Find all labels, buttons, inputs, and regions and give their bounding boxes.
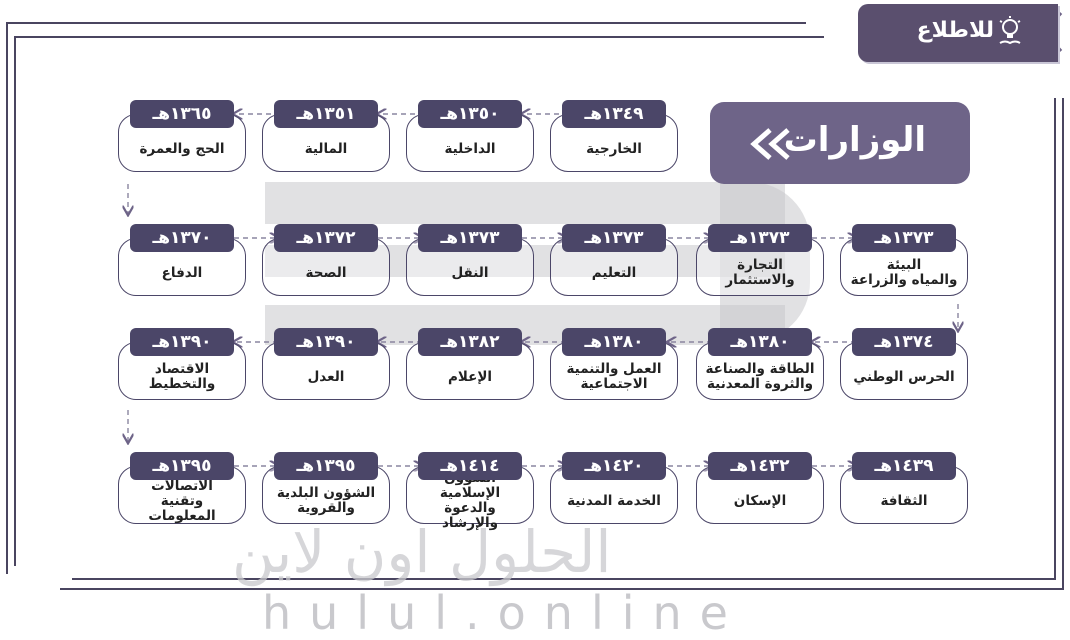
ministry-name: الدفاع [161,264,203,281]
ministry-name: العدل [307,368,345,385]
ministry-name: الاقتصاد والتخطيط [148,361,216,392]
ministry-year: ١٣٧٣هـ [418,224,522,252]
ministry-year: ١٣٨٠هـ [562,328,666,356]
ministry-year: ١٣٨٠هـ [708,328,812,356]
ministry-year: ١٣٩٥هـ [274,452,378,480]
ministry-year: ١٣٧٠هـ [130,224,234,252]
double-chevron-left-icon [750,128,790,160]
ministry-name: الاتصالات وتقنية المعلومات [148,477,216,524]
ministry-year: ١٣٧٢هـ [274,224,378,252]
ministry-name: الطاقة والصناعة والثروة المعدنية [705,361,815,392]
frame-bottom-line-inner [72,578,1056,580]
ministry-name: الثقافة [880,492,928,509]
frame-top-line-outer [6,22,806,24]
ministry-name: التجارة والاستثمار [725,257,795,288]
watermark-arabic: الحلول اون لاين [232,518,612,586]
ministry-name: الخدمة المدنية [567,492,661,509]
ministry-year: ١٤٣٢هـ [708,452,812,480]
ministry-year: ١٣٧٣هـ [708,224,812,252]
ministry-year: ١٣٩٠هـ [130,328,234,356]
ministry-year: ١٣٤٩هـ [562,100,666,128]
ministry-year: ١٣٧٣هـ [852,224,956,252]
ministry-name: البيئة والمياه والزراعة [850,257,958,288]
ministry-year: ١٣٨٢هـ [418,328,522,356]
ministry-name: المالية [304,140,348,157]
frame-top-line-inner [14,36,824,38]
frame-left-line-inner [14,36,16,566]
ministry-year: ١٤١٤هـ [418,452,522,480]
page-title: الوزارات [783,120,926,160]
ministry-name: الإعلام [447,368,493,385]
ministry-name: الصحة [305,264,347,281]
ministry-year: ١٣٥٠هـ [418,100,522,128]
watermark-bar [265,182,785,224]
frame-right-line-inner [1054,98,1056,578]
ministry-name: التعليم [591,264,637,281]
ministry-year: ١٣٩٥هـ [130,452,234,480]
ministry-name: الإسكان [733,492,787,509]
info-badge-label: للاطلاع [916,18,994,43]
ministry-name: الحج والعمرة [139,140,225,157]
ministry-year: ١٣٥١هـ [274,100,378,128]
ministry-name: الخارجية [586,140,642,157]
lightbulb-book-icon [999,16,1021,45]
frame-bottom-line-outer [60,588,1064,590]
watermark-bar [720,182,810,342]
ministry-year: ١٤٣٩هـ [852,452,956,480]
ministry-year: ١٣٧٣هـ [562,224,666,252]
title-panel: الوزارات [710,102,970,184]
ministry-name: العمل والتنمية الاجتماعية [566,361,662,392]
ministry-name: الحرس الوطني [853,368,955,385]
ministry-year: ١٤٢٠هـ [562,452,666,480]
info-badge: للاطلاع [858,4,1058,62]
frame-right-line-outer [1062,98,1064,590]
ministry-name: النقل [451,264,489,281]
ministry-year: ١٣٩٠هـ [274,328,378,356]
ministry-name: الداخلية [444,140,496,157]
ministry-year: ١٣٦٥هـ [130,100,234,128]
ministry-year: ١٣٧٤هـ [852,328,956,356]
ministry-name: الشؤون البلدية والقروية [276,485,376,516]
frame-left-line-outer [6,22,8,574]
